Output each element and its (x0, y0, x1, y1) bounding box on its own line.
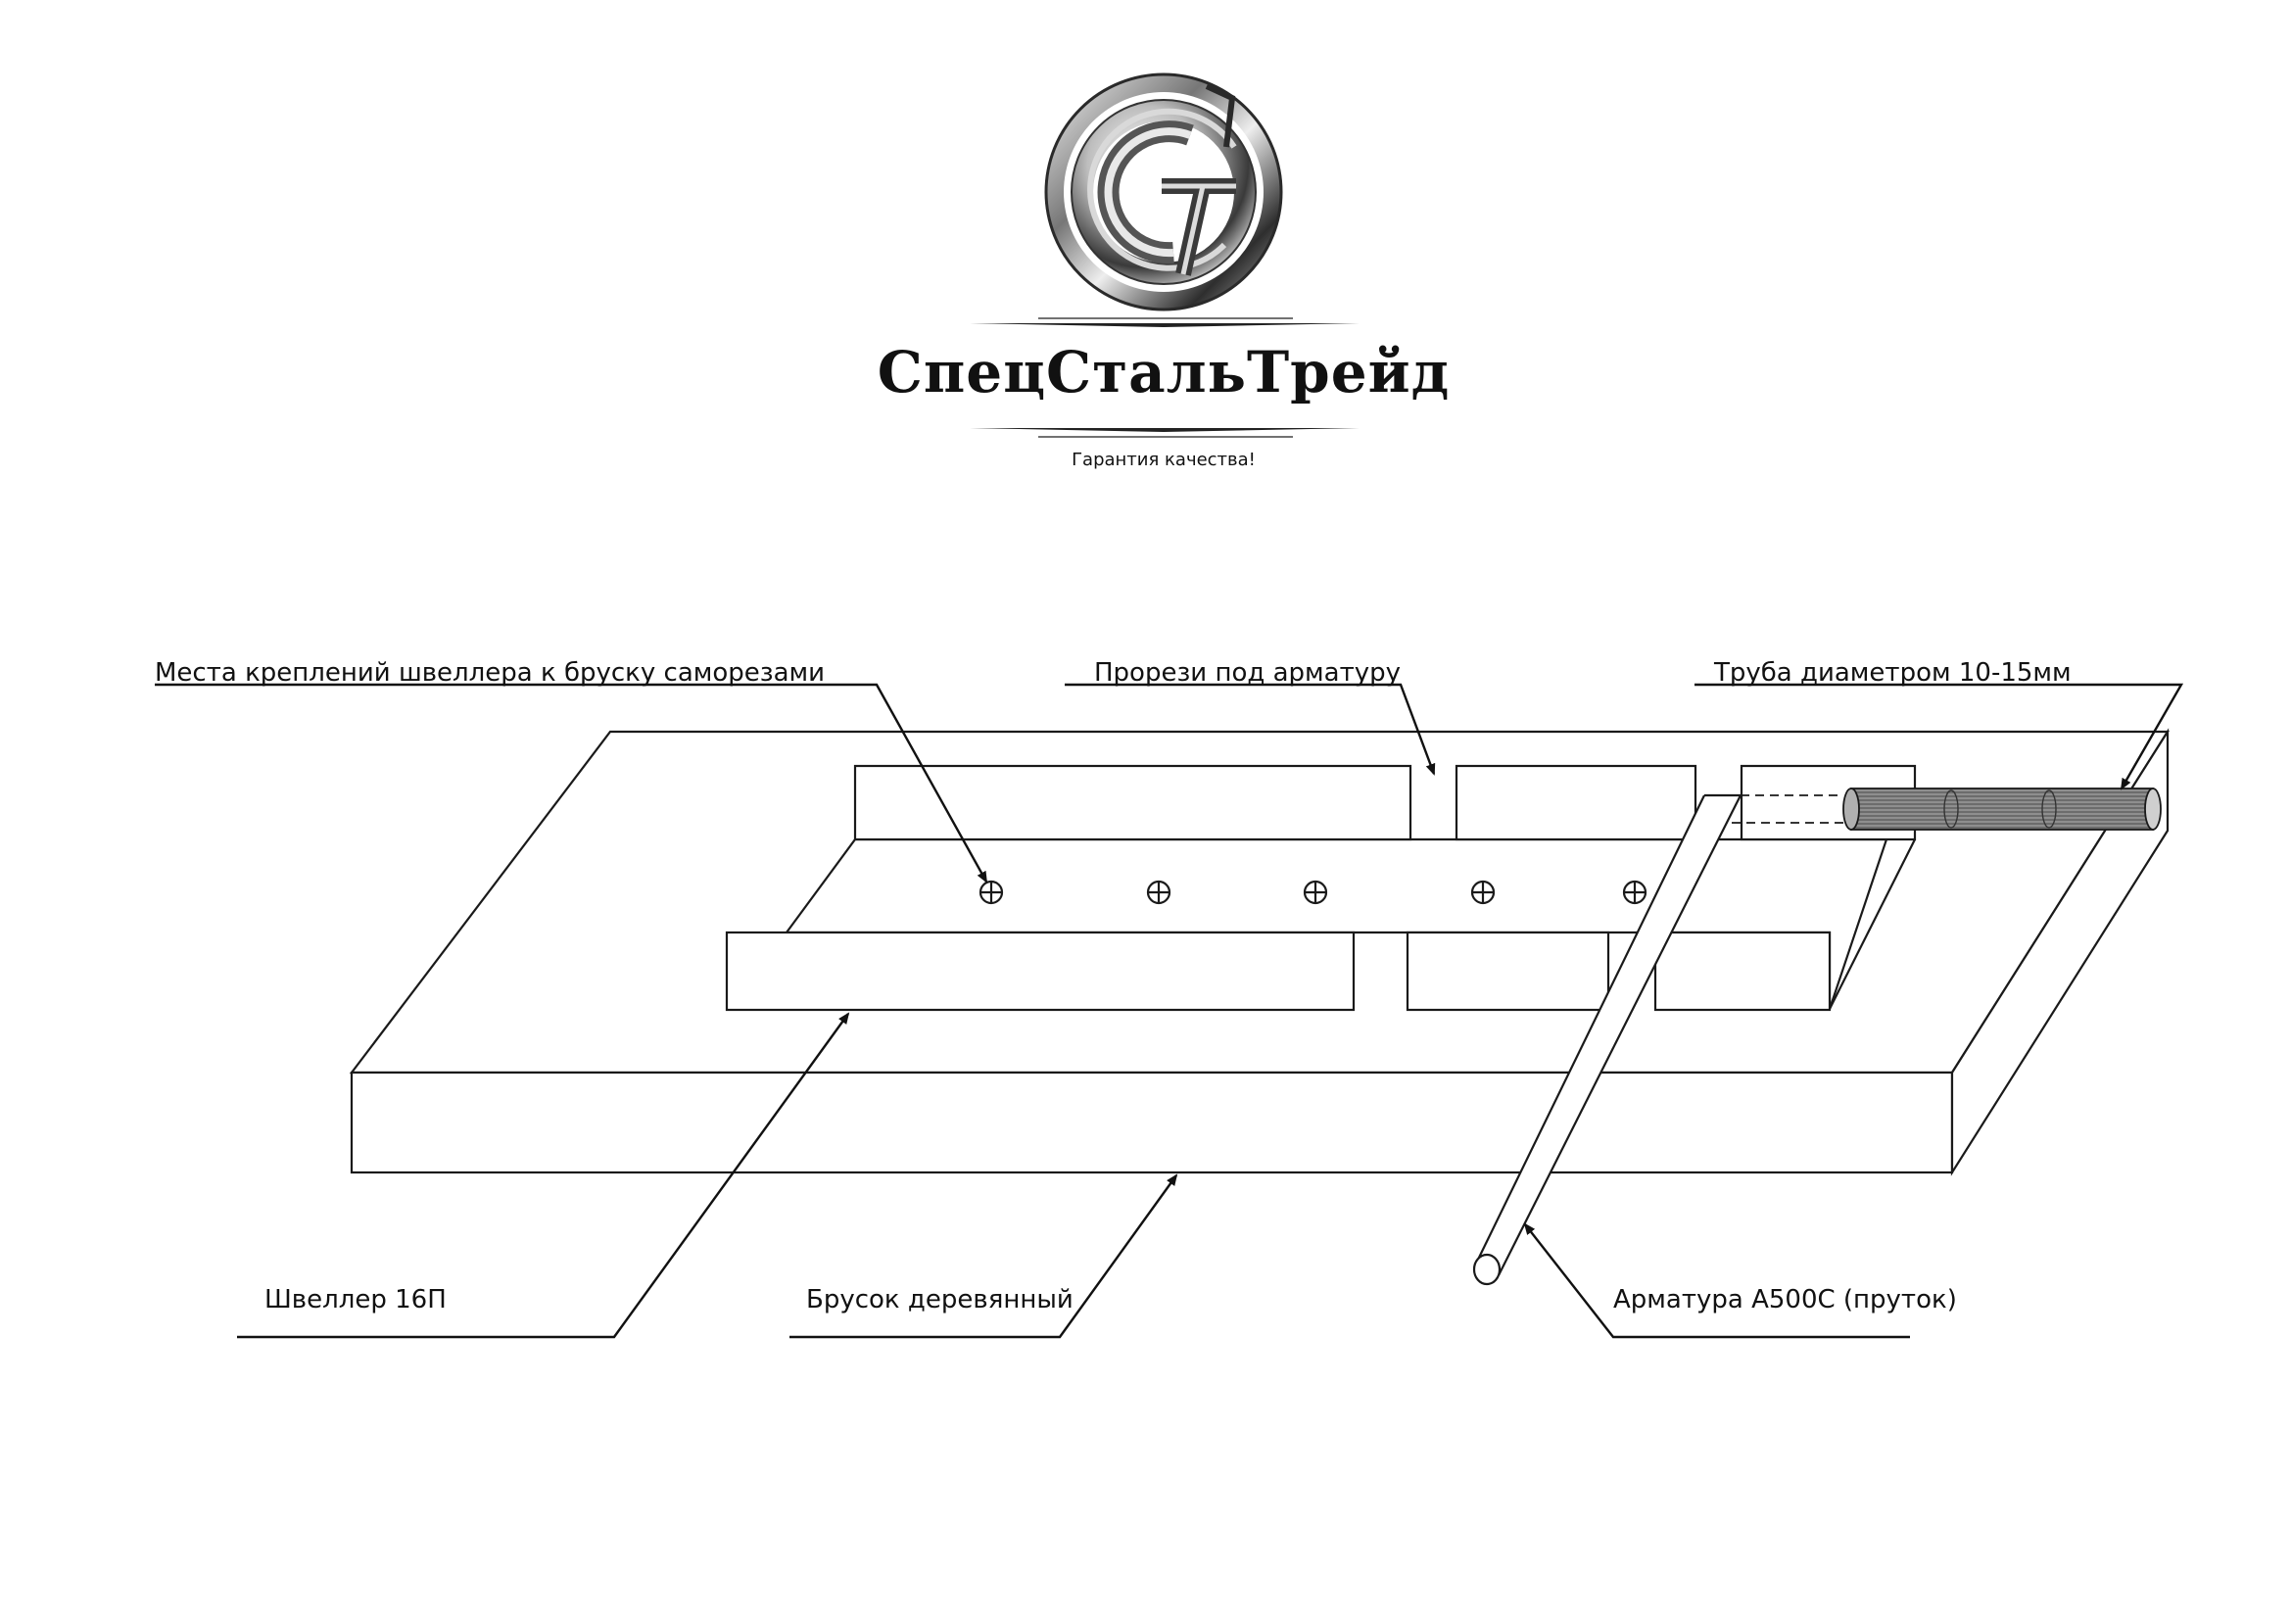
callout-rebar-slots: Прорези под арматуру (1065, 658, 1436, 776)
callout-channel: Швеллер 16П (237, 1012, 850, 1339)
front-flange-segment (725, 931, 1356, 1012)
callout-fastening-points: Места креплений швеллера к бруску саморе… (155, 658, 988, 884)
crossed-circle-screw-icon (978, 880, 1004, 905)
crossed-circle-screw-icon (1146, 880, 1171, 905)
channel-beam (725, 764, 1917, 1012)
back-flange-segment (1455, 764, 1697, 841)
company-logo: СпецСтальТрейд Гарантия качества! (878, 72, 1451, 470)
label-fastening-points: Места креплений швеллера к бруску саморе… (155, 658, 825, 688)
callout-wood-beam: Брусок деревянный (789, 1173, 1178, 1339)
front-flange-segment (1653, 931, 1832, 1012)
callout-pipe: Труба диаметром 10-15мм (1694, 658, 2184, 790)
label-channel: Швеллер 16П (264, 1285, 447, 1314)
crossed-circle-screw-icon (1470, 880, 1496, 905)
label-wood-beam: Брусок деревянный (806, 1285, 1074, 1314)
crossed-circle-screw-icon (1303, 880, 1328, 905)
front-flange-segment (1406, 931, 1610, 1012)
crossed-circle-screw-icon (1622, 880, 1647, 905)
pipe-tube (1842, 788, 2162, 831)
sst-ring-emblem-icon (1044, 72, 1283, 311)
brand-name: СпецСтальТрейд (878, 339, 1451, 406)
logo-top-rule (970, 323, 1360, 327)
label-rebar: Арматура А500С (пруток) (1613, 1285, 1957, 1314)
rebar-rod (1472, 793, 1843, 1286)
label-pipe: Труба диаметром 10-15мм (1713, 658, 2072, 688)
back-flange-segment (853, 764, 1412, 841)
logo-bottom-rule (970, 428, 1360, 432)
brand-slogan: Гарантия качества! (1072, 450, 1256, 470)
callout-rebar: Арматура А500С (пруток) (1523, 1222, 1957, 1339)
label-rebar-slots: Прорези под арматуру (1094, 658, 1401, 688)
